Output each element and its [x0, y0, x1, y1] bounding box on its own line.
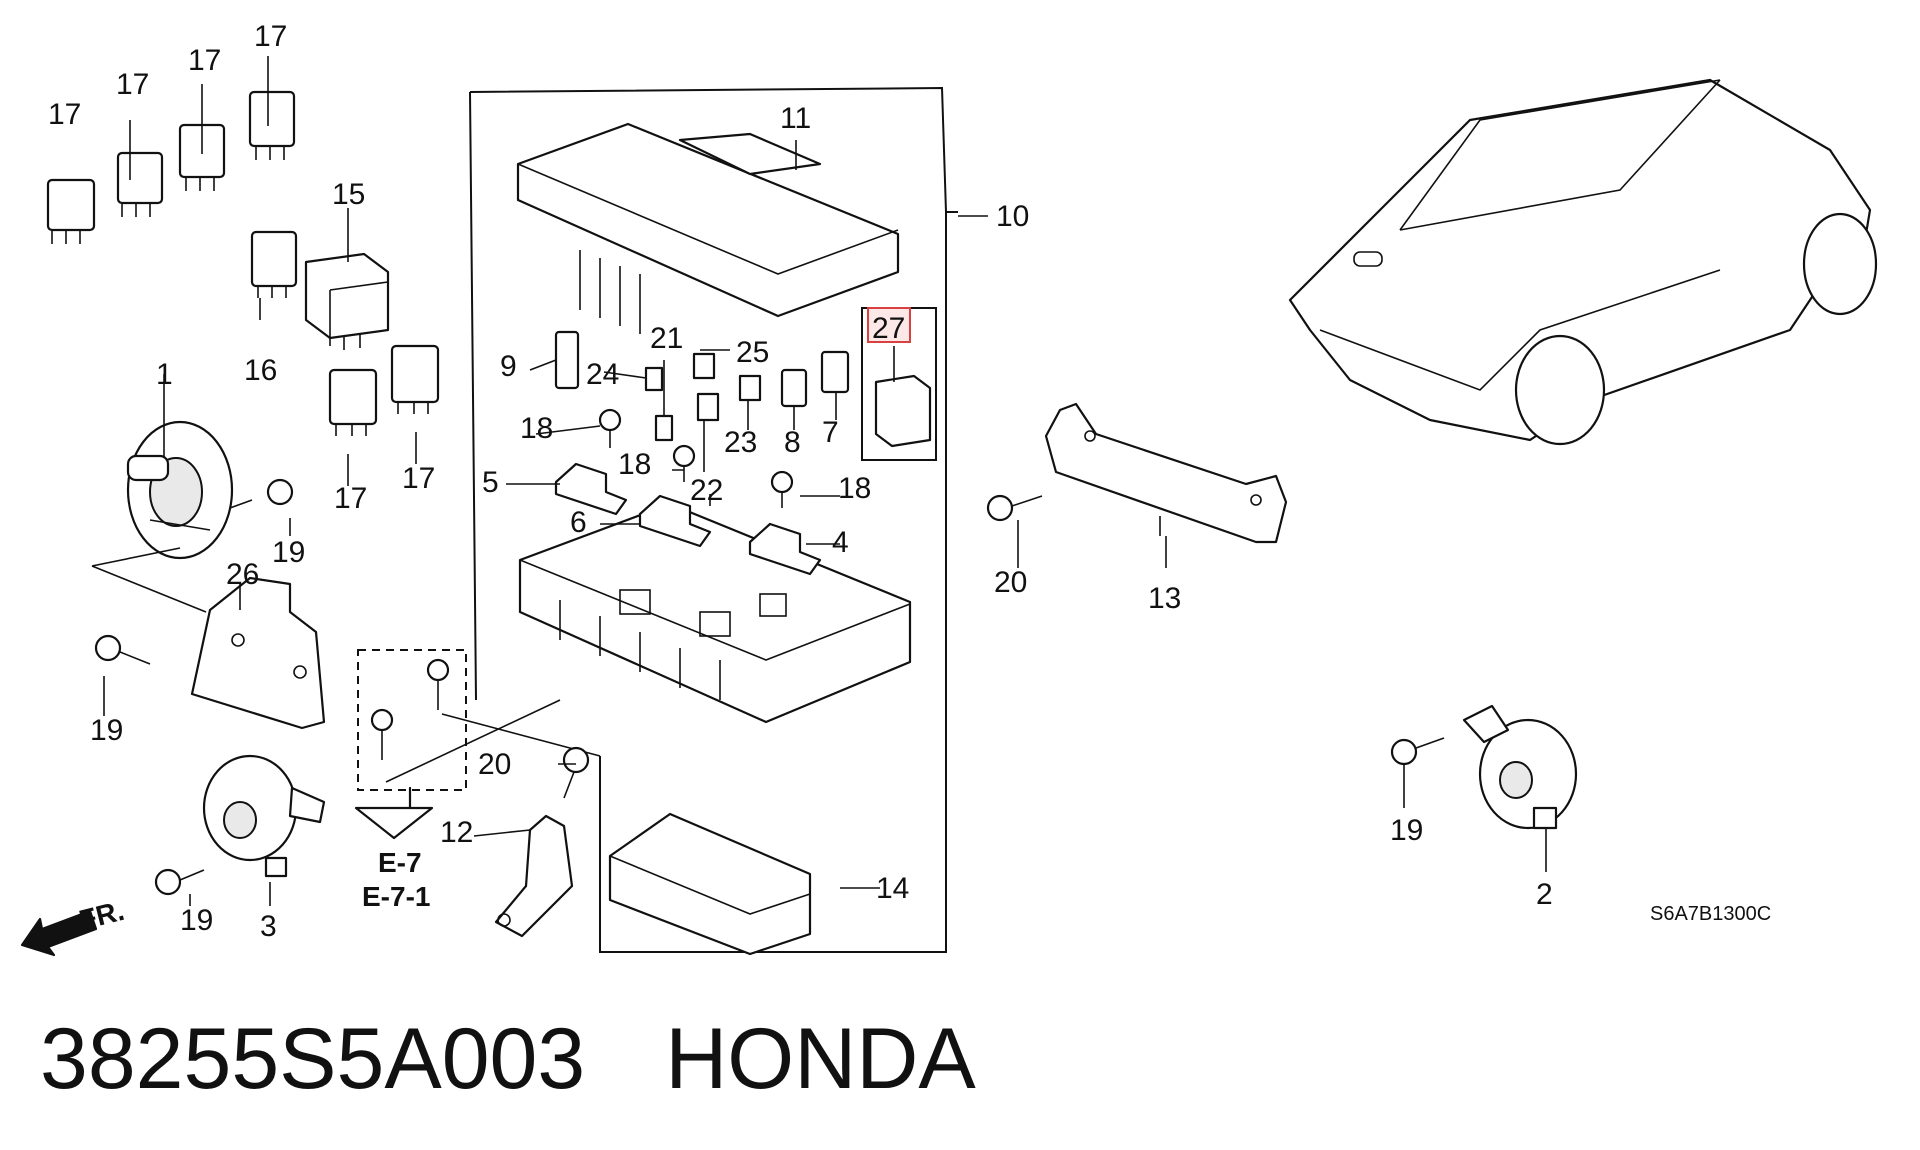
callout-15: 15: [332, 178, 365, 211]
callout-2: 2: [1536, 878, 1553, 911]
vehicle-illustration: [1288, 78, 1878, 446]
fuse-box-body: [518, 502, 912, 724]
reference-arrow-icon: [354, 786, 434, 840]
callout-25: 25: [736, 336, 769, 369]
lower-cover-14: [608, 812, 812, 956]
bolt-19-b: [94, 634, 151, 665]
callout-9: 9: [500, 350, 517, 383]
diagram-code: S6A7B1300C: [1650, 903, 1771, 925]
horn-1: [126, 420, 234, 560]
bolt-19-c: [154, 868, 205, 896]
callout-22: 22: [690, 474, 723, 507]
bracket-26: [190, 576, 326, 730]
fuse-8: [780, 368, 808, 408]
brand-name: HONDA: [665, 1011, 976, 1107]
callout-17: 17: [188, 44, 221, 77]
callout-17: 17: [48, 98, 81, 131]
main-assembly-frame: [469, 86, 988, 953]
callout-18: 18: [520, 412, 553, 445]
callout-14: 14: [876, 872, 909, 905]
callout-10: 10: [996, 200, 1029, 233]
fuse-25: [692, 352, 716, 380]
callout-17: 17: [254, 20, 287, 53]
part-number: 38255S5A003: [40, 1011, 586, 1107]
callout-19: 19: [272, 536, 305, 569]
horn-2: [1462, 704, 1578, 830]
callout-11: 11: [780, 102, 811, 135]
callout-17: 17: [116, 68, 149, 101]
relay-16: [250, 230, 298, 298]
callout-20: 20: [994, 566, 1027, 599]
fuse-22: [696, 392, 720, 422]
callout-19: 19: [180, 904, 213, 937]
callout-7: 7: [822, 416, 839, 449]
callout-3: 3: [260, 910, 277, 943]
callout-27-highlight: [867, 307, 911, 343]
horn-3: [202, 754, 326, 878]
relay-15: [304, 252, 390, 350]
fuse-7: [820, 350, 850, 394]
callout-4: 4: [832, 526, 849, 559]
bolt-18-a: [598, 408, 622, 448]
relay-27: [874, 374, 932, 448]
callout-16: 16: [244, 354, 277, 387]
callout-17: 17: [402, 462, 435, 495]
callout-18: 18: [618, 448, 651, 481]
bolt-20-right: [986, 494, 1043, 522]
bolt-20-lower: [562, 746, 590, 799]
callout-21: 21: [650, 322, 683, 355]
bolt-19-a: [229, 478, 294, 509]
block-5: [554, 462, 628, 516]
callout-5: 5: [482, 466, 499, 499]
callout-19: 19: [90, 714, 123, 747]
connector-9: [554, 330, 580, 390]
callout-13: 13: [1148, 582, 1181, 615]
callout-24: 24: [586, 358, 619, 391]
callout-26: 26: [226, 558, 259, 591]
front-arrow-icon: [20, 909, 98, 957]
bracket-13: [1044, 402, 1288, 544]
callout-18: 18: [838, 472, 871, 505]
relay-17-b: [116, 151, 164, 217]
reference-e7: E-7: [378, 847, 422, 878]
block-4: [748, 522, 822, 576]
relay-17-e: [328, 368, 378, 436]
callout-27: 27: [872, 312, 905, 345]
bolt-19-d: [1390, 737, 1445, 766]
callout-17: 17: [334, 482, 367, 515]
relay-17-d: [248, 90, 296, 160]
bolt-18-c: [770, 470, 794, 508]
reference-e71: E-7-1: [362, 881, 430, 912]
callout-12: 12: [440, 816, 473, 849]
part-caption: 38255S5A003 HONDA: [40, 1010, 976, 1120]
relay-17-f: [390, 344, 440, 414]
callout-23: 23: [724, 426, 757, 459]
callout-20: 20: [478, 748, 511, 781]
bracket-12: [494, 814, 574, 938]
fuse-box-cover-11: [516, 122, 900, 334]
fuse-21: [654, 414, 674, 442]
callout-8: 8: [784, 426, 801, 459]
bolt-18-b: [672, 444, 696, 482]
front-arrow-label: FR.: [76, 895, 127, 936]
relay-17-a: [46, 178, 96, 244]
fuse-23: [738, 374, 762, 402]
callout-6: 6: [570, 506, 587, 539]
block-6: [638, 494, 712, 548]
callout-1: 1: [156, 358, 173, 391]
callout-19: 19: [1390, 814, 1423, 847]
fuse-24: [644, 366, 664, 392]
